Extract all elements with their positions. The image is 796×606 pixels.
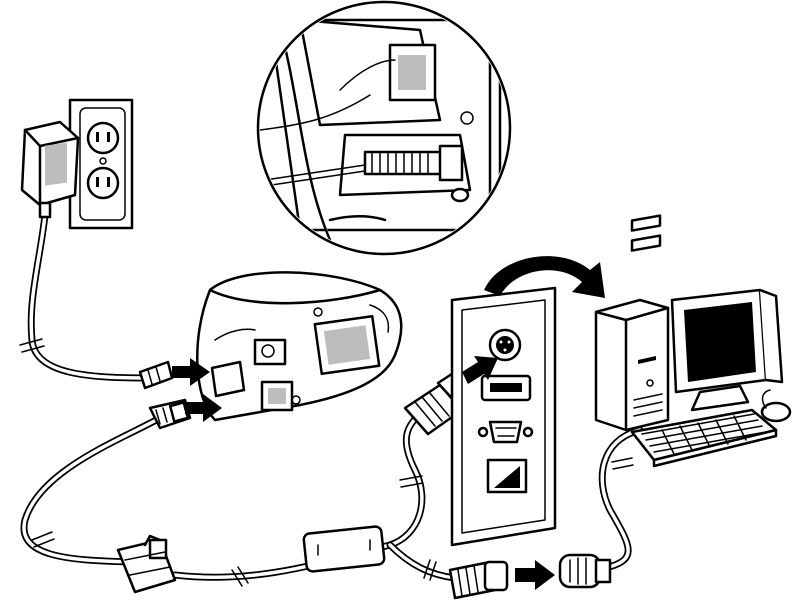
cables — [19, 211, 644, 587]
serial-port-icon — [477, 420, 534, 444]
curved-arrow-icon — [484, 256, 605, 298]
usb-port-icon — [480, 374, 532, 402]
wall-outlet — [68, 98, 134, 230]
keyboard — [630, 408, 778, 468]
io-panel — [450, 286, 557, 547]
interface-plug-icon — [148, 398, 192, 430]
ethernet-port-icon — [486, 458, 528, 494]
power-adapter — [20, 120, 80, 219]
keyboard-plug — [448, 560, 509, 600]
arrow-icon — [462, 356, 498, 384]
desktop-computer — [594, 214, 792, 468]
mouse — [760, 389, 792, 423]
cable-break-marks — [19, 338, 634, 587]
keyboard-cable-plug — [558, 553, 612, 589]
arrow-icon — [515, 560, 555, 590]
y-junction-connector — [116, 534, 177, 594]
arrow-icon — [172, 358, 222, 422]
power-plug-icon — [138, 360, 174, 390]
ferrite-bead — [302, 525, 386, 573]
ps2-port-icon — [488, 328, 522, 362]
detail-inset — [256, 0, 512, 256]
ribbed-connector-icon — [363, 144, 464, 182]
scanner-stand — [196, 271, 403, 422]
